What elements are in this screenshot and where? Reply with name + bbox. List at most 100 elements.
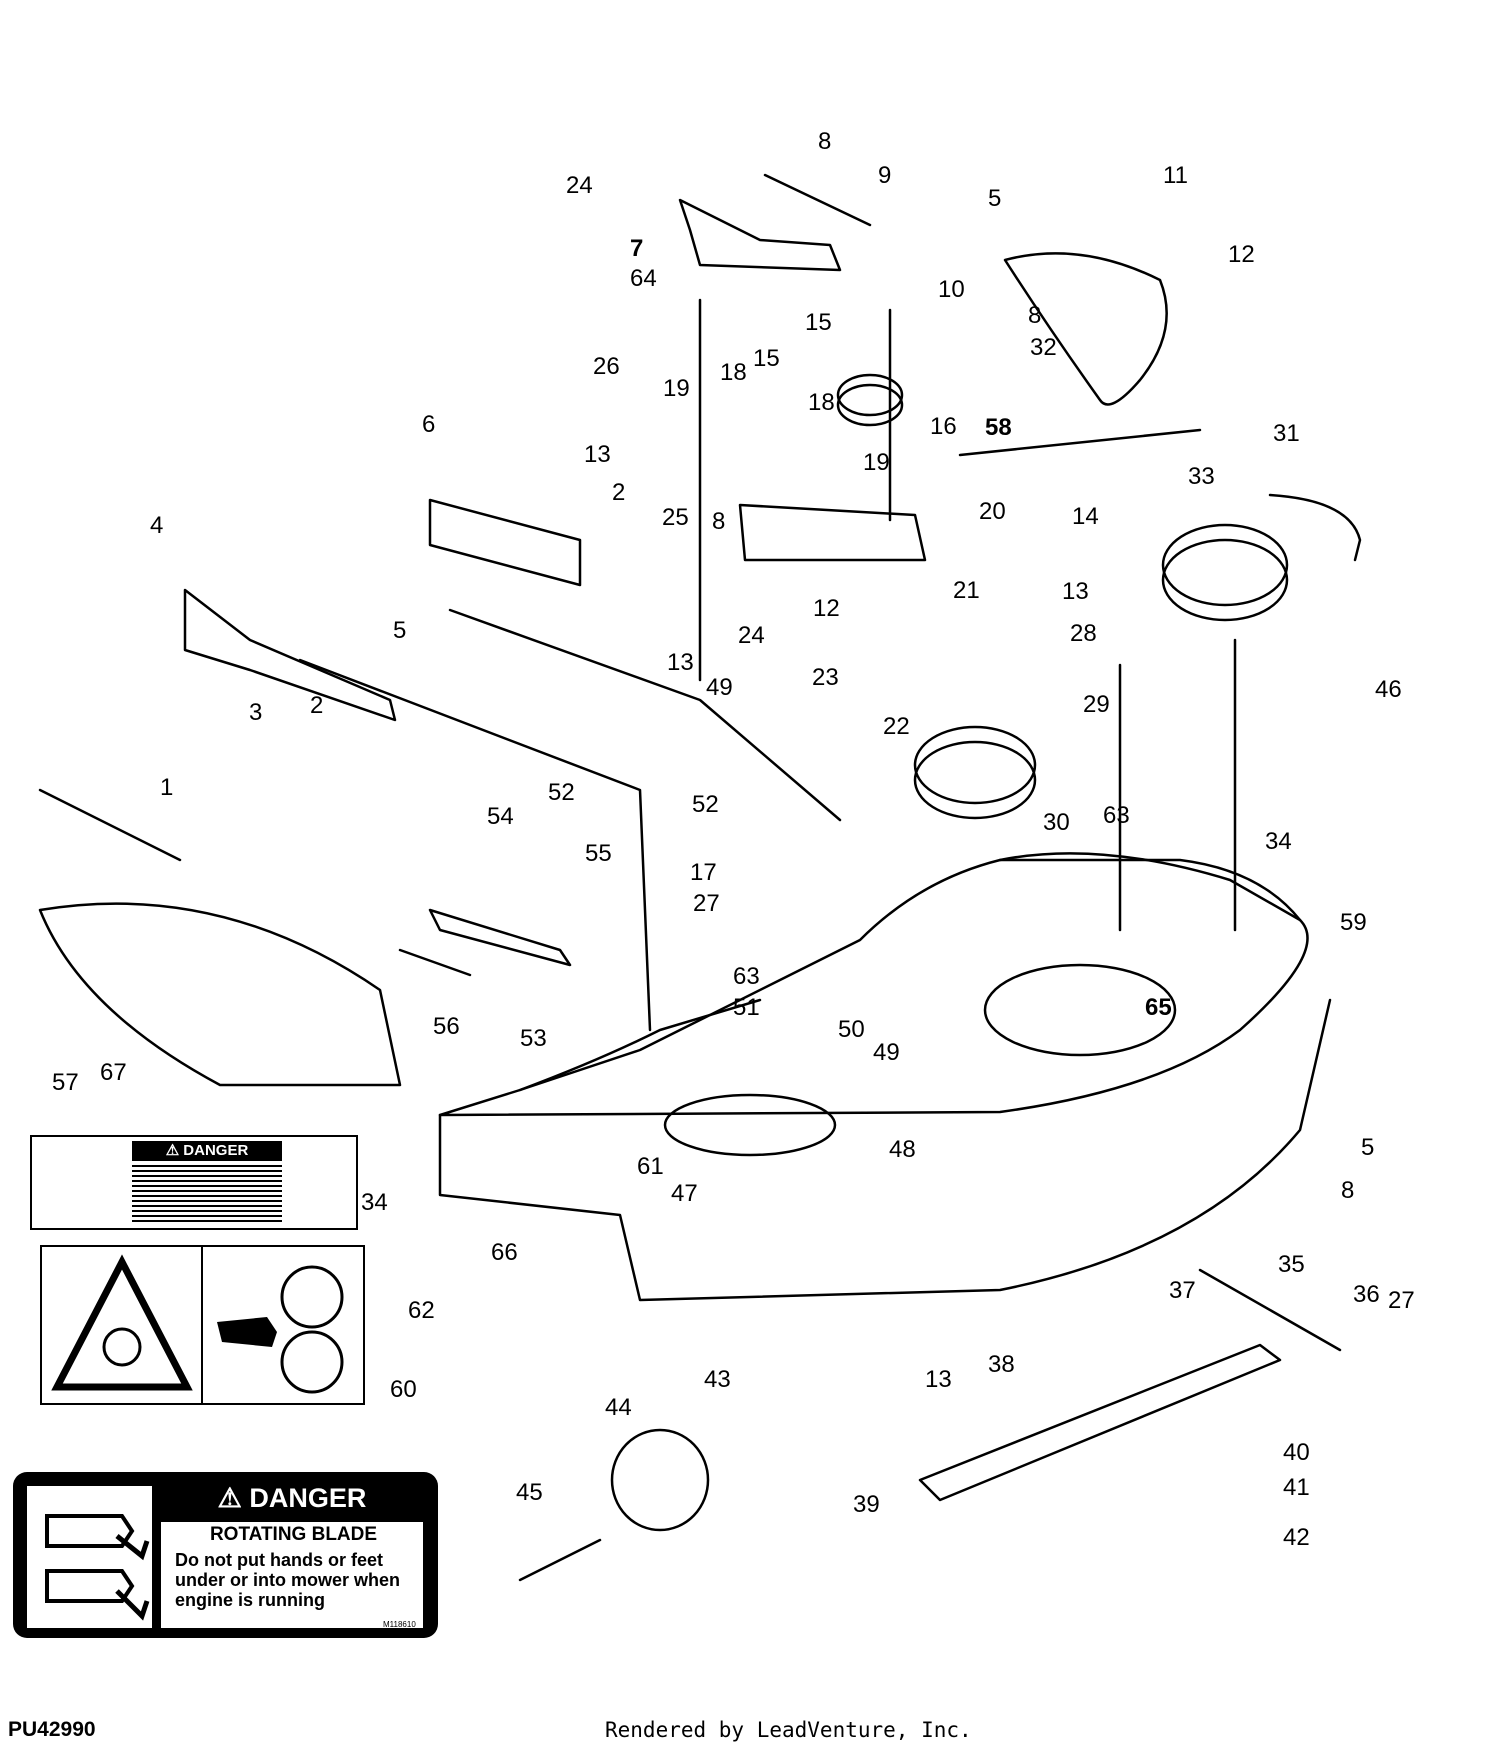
part-callout: 64: [630, 265, 657, 292]
part-callout: 44: [605, 1394, 632, 1421]
bolt-45: [518, 1538, 602, 1582]
decal-60-line: engine is running: [175, 1590, 326, 1610]
part-callout: 39: [853, 1491, 880, 1518]
part-callout: 27: [1388, 1287, 1415, 1314]
part-callout: 66: [491, 1239, 518, 1266]
part-callout: 57: [52, 1069, 79, 1096]
part-callout: 47: [671, 1180, 698, 1207]
part-callout: 45: [516, 1479, 543, 1506]
belt-guide-31: [1268, 493, 1362, 562]
decal-60-body: Do not put hands or feet under or into m…: [175, 1550, 415, 1610]
part-callout: 15: [753, 345, 780, 372]
decal-60-subtitle: ROTATING BLADE: [209, 1524, 378, 1545]
part-callout: 41: [1283, 1474, 1310, 1501]
part-callout: 8: [818, 128, 831, 155]
part-callout: 61: [637, 1153, 664, 1180]
part-callout: 52: [548, 779, 575, 806]
belt-guard-12: [1003, 252, 1168, 406]
part-callout: 59: [1340, 909, 1367, 936]
warning-triangle-icon: [51, 1254, 193, 1391]
part-callout: 49: [873, 1039, 900, 1066]
part-callout: 35: [1278, 1251, 1305, 1278]
part-callout: 56: [433, 1013, 460, 1040]
part-callout: 8: [1028, 302, 1041, 329]
part-callout: 8: [1341, 1177, 1354, 1204]
decal-60-line: Do not put hands or feet: [175, 1550, 383, 1570]
part-callout: 30: [1043, 809, 1070, 836]
part-callout: 5: [988, 185, 1001, 212]
spring-56: [398, 948, 472, 977]
part-callout: 37: [1169, 1277, 1196, 1304]
decal-67-header: ⚠ DANGER: [132, 1141, 282, 1161]
part-callout: 19: [863, 449, 890, 476]
bracket-4: [183, 588, 397, 722]
part-callout: 17: [690, 859, 717, 886]
part-callout: 27: [693, 890, 720, 917]
part-callout: 2: [612, 479, 625, 506]
part-callout: 51: [733, 994, 760, 1021]
hand-foot-warning-icon: [27, 1486, 152, 1628]
idler-16: [836, 373, 904, 417]
danger-decal-60: ⚠ DANGER ROTATING BLADE Do not put hands…: [13, 1472, 438, 1638]
render-credit: Rendered by LeadVenture, Inc.: [605, 1718, 972, 1742]
part-callout: 11: [1163, 162, 1188, 189]
rod-35: [1198, 1268, 1342, 1352]
part-callout: 19: [663, 375, 690, 402]
part-callout: 58: [985, 414, 1012, 441]
part-callout: 24: [738, 622, 765, 649]
part-callout: 1: [160, 774, 173, 801]
part-callout: 33: [1188, 463, 1215, 490]
mower-deck-shell: [438, 858, 1309, 1117]
part-callout: 4: [150, 512, 163, 539]
part-callout: 63: [1103, 802, 1130, 829]
part-callout: 46: [1375, 676, 1402, 703]
part-callout: 65: [1145, 994, 1172, 1021]
part-callout: 12: [1228, 241, 1255, 268]
blade-39: [918, 1343, 1282, 1502]
decal-60-code: M118610: [383, 1620, 416, 1629]
part-callout: 14: [1072, 503, 1099, 530]
bracket-54: [428, 908, 572, 967]
part-callout: 13: [667, 649, 694, 676]
part-callout: 60: [390, 1376, 417, 1403]
rod-1: [38, 788, 182, 862]
arm-7: [678, 198, 842, 272]
part-callout: 9: [878, 162, 891, 189]
drawing-id: PU42990: [8, 1718, 96, 1741]
part-callout: 48: [889, 1136, 916, 1163]
part-callout: 16: [930, 413, 957, 440]
part-callout: 8: [712, 508, 725, 535]
part-callout: 54: [487, 803, 514, 830]
decal-60-title: ⚠ DANGER: [217, 1483, 367, 1513]
decal-60-line: under or into mower when: [175, 1570, 401, 1590]
part-callout: 49: [706, 674, 733, 701]
decal-67-fine-print: [132, 1165, 282, 1223]
part-callout: 18: [720, 359, 747, 386]
part-callout: 40: [1283, 1439, 1310, 1466]
bracket-6: [428, 498, 582, 587]
part-callout: 13: [1062, 578, 1089, 605]
part-callout: 5: [393, 617, 406, 644]
part-callout: 55: [585, 840, 612, 867]
part-callout: 36: [1353, 1281, 1380, 1308]
part-callout: 34: [361, 1189, 388, 1216]
blade-hazard-icon: [280, 1265, 344, 1329]
part-callout: 10: [938, 276, 965, 303]
danger-decal-67: ⚠ DANGER: [30, 1135, 358, 1230]
part-callout: 63: [733, 963, 760, 990]
part-callout: 62: [408, 1297, 435, 1324]
part-callout: 26: [593, 353, 620, 380]
wheel-44: [610, 1428, 710, 1532]
chute-57: [38, 902, 402, 1087]
part-callout: 29: [1083, 691, 1110, 718]
part-callout: 22: [883, 713, 910, 740]
part-callout: 15: [805, 309, 832, 336]
part-callout: 13: [584, 441, 611, 468]
decal-60-text-panel: [161, 1522, 423, 1628]
part-callout: 13: [925, 1366, 952, 1393]
pulley-29: [913, 725, 1037, 805]
part-callout: 2: [310, 692, 323, 719]
part-callout: 67: [100, 1059, 127, 1086]
part-callout: 3: [249, 699, 262, 726]
